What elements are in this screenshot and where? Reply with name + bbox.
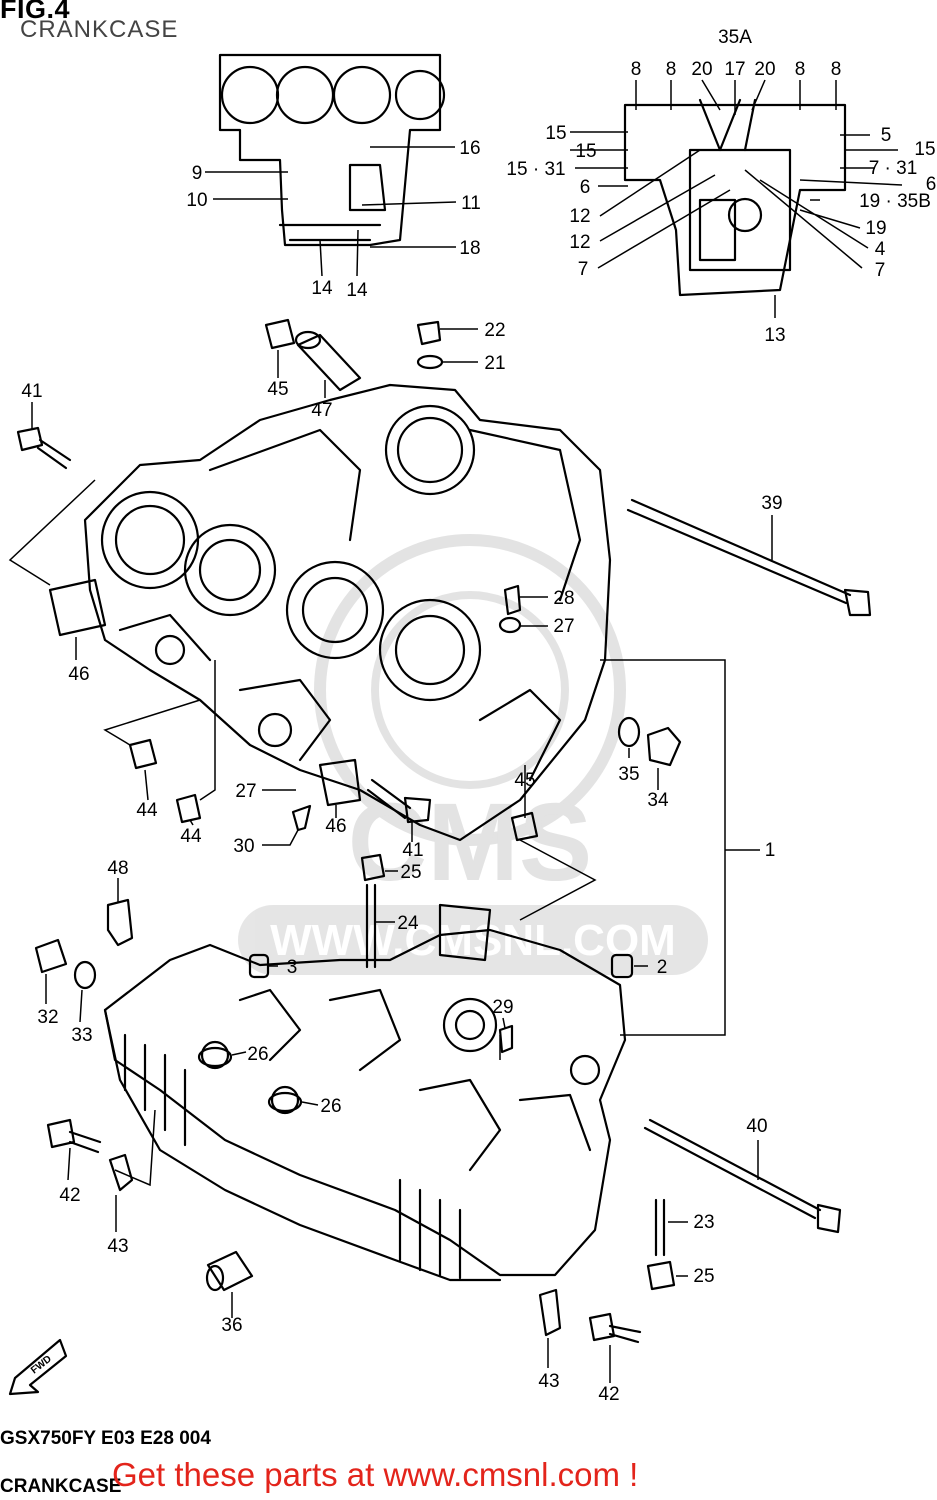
callout-6-b: 6 — [926, 174, 937, 195]
callout-2: 2 — [657, 957, 668, 978]
lower-crankcase — [103, 903, 627, 1282]
callout-10: 10 — [186, 190, 207, 211]
callout-18: 18 — [459, 238, 480, 259]
callout-1: 1 — [765, 840, 776, 861]
callout-7-b: 7 — [875, 260, 886, 281]
callout-25-b: 25 — [693, 1266, 714, 1287]
callout-48: 48 — [107, 858, 128, 879]
callout-11: 11 — [461, 193, 481, 214]
callout-33: 33 — [71, 1025, 92, 1046]
callout-12-a: 12 — [569, 206, 590, 227]
callout-21: 21 — [484, 353, 505, 374]
footer-title: CRANKCASE — [0, 1476, 122, 1497]
callout-34: 34 — [647, 790, 669, 811]
callout-14-a: 14 — [311, 278, 333, 299]
callout-labels: 35A 8 8 20 17 20 8 8 15 15 15 · 31 6 12 … — [21, 27, 936, 1405]
upper-gasket-inset — [218, 53, 446, 247]
callout-8-d: 8 — [831, 59, 842, 80]
callout-45-a: 45 — [267, 379, 288, 400]
callout-44-a: 44 — [136, 800, 158, 821]
callout-13: 13 — [764, 325, 785, 346]
callout-6-a: 6 — [580, 177, 591, 198]
watermark: CMS WWW.CMSNL.COM — [238, 534, 708, 975]
watermark-logo-text: CMS — [348, 781, 592, 904]
callout-15-b: 15 — [575, 141, 596, 162]
callout-15-31: 15 · 31 — [506, 159, 565, 180]
callout-4: 4 — [875, 239, 886, 260]
callout-43-a: 43 — [107, 1236, 128, 1257]
callout-3: 3 — [287, 957, 298, 978]
callout-19: 19 — [865, 218, 886, 239]
callout-36: 36 — [221, 1315, 242, 1336]
callout-43-b: 43 — [538, 1371, 559, 1392]
callout-30: 30 — [233, 836, 254, 857]
callout-46-b: 46 — [325, 816, 346, 837]
callout-24: 24 — [397, 913, 419, 934]
callout-16: 16 — [459, 138, 480, 159]
callout-27-b: 27 — [235, 781, 256, 802]
leader-lines — [8, 79, 903, 1383]
callout-14-b: 14 — [346, 280, 368, 301]
callout-45-b: 45 — [514, 770, 535, 791]
callout-9: 9 — [192, 163, 203, 184]
figure-title: CRANKCASE — [20, 16, 179, 43]
callout-15-a: 15 — [545, 123, 566, 144]
promo-link[interactable]: Get these parts at www.cmsnl.com ! — [112, 1456, 639, 1493]
figure-number: FIG.4 — [0, 0, 71, 24]
callout-20-a: 20 — [691, 59, 712, 80]
callout-7-31: 7 · 31 — [869, 158, 918, 179]
callout-12-b: 12 — [569, 232, 590, 253]
callout-39: 39 — [761, 493, 782, 514]
callout-42-a: 42 — [59, 1185, 80, 1206]
callout-41-a: 41 — [21, 381, 42, 402]
lower-gasket-inset — [623, 98, 847, 297]
callout-8-b: 8 — [666, 59, 677, 80]
callout-35a: 35A — [718, 27, 752, 48]
callout-47: 47 — [311, 400, 332, 421]
callout-20-b: 20 — [754, 59, 775, 80]
callout-28: 28 — [553, 588, 574, 609]
callout-15-c: 15 — [914, 139, 935, 160]
callout-25-a: 25 — [400, 862, 421, 883]
fwd-arrow — [8, 1338, 68, 1396]
callout-22: 22 — [484, 320, 505, 341]
callout-29: 29 — [492, 997, 513, 1018]
callout-44-b: 44 — [180, 826, 202, 847]
upper-crankcase — [83, 383, 612, 842]
callout-27-a: 27 — [553, 616, 574, 637]
callout-35: 35 — [618, 764, 639, 785]
callout-19-35b: 19 · 35B — [859, 191, 931, 212]
watermark-url: WWW.CMSNL.COM — [270, 916, 676, 965]
callout-46-a: 46 — [68, 664, 89, 685]
callout-8-a: 8 — [631, 59, 642, 80]
callout-7-a: 7 — [578, 259, 589, 280]
callout-5: 5 — [881, 125, 892, 146]
callout-26-a: 26 — [247, 1044, 268, 1065]
diagram-code: GSX750FY E03 E28 004 — [0, 1428, 211, 1449]
callout-40: 40 — [746, 1116, 767, 1137]
callout-17: 17 — [724, 59, 745, 80]
small-parts — [16, 318, 872, 1344]
callout-41-b: 41 — [402, 840, 423, 861]
callout-26-b: 26 — [320, 1096, 341, 1117]
callout-8-c: 8 — [795, 59, 806, 80]
callout-42-b: 42 — [598, 1384, 619, 1405]
callout-32: 32 — [37, 1007, 58, 1028]
callout-23: 23 — [693, 1212, 714, 1233]
